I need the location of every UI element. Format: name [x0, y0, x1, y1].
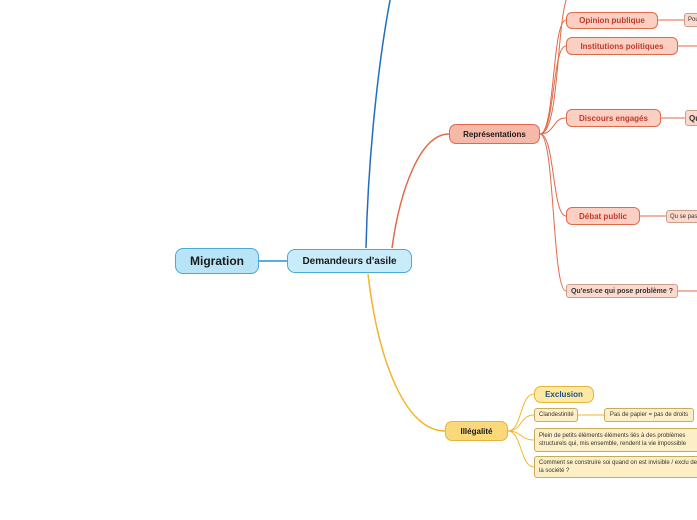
- connector-rep-top: [539, 0, 567, 135]
- connector-center-upper-branch: [365, 0, 391, 249]
- node-institutions-politiques[interactable]: Institutions politiques: [566, 37, 678, 55]
- connector-rep-probleme: [539, 133, 567, 292]
- node-exclusion[interactable]: Exclusion: [534, 386, 594, 403]
- connector-ill-exclusion: [507, 393, 535, 432]
- connector-rep-institutions: [539, 45, 567, 135]
- leaf-discours-engages[interactable]: Qu: [685, 110, 697, 126]
- node-illegalite[interactable]: Illégalité: [445, 421, 508, 441]
- connector-rep-opinion: [539, 19, 567, 135]
- connector-ill-clandestinite: [507, 414, 535, 432]
- leaf-debat-public[interactable]: Qu se pas: [666, 210, 697, 223]
- connector-rep-debat: [539, 133, 567, 217]
- node-clandestinite[interactable]: Clandestinité: [534, 408, 578, 422]
- node-representations[interactable]: Représentations: [449, 124, 540, 144]
- node-debat-public[interactable]: Débat public: [566, 207, 640, 225]
- node-comment-se-construire[interactable]: Comment se construire soi quand on est i…: [534, 456, 697, 478]
- node-petits-elements[interactable]: Plein de petits éléments éléments liés à…: [534, 428, 697, 452]
- connector-ill-construire: [507, 430, 535, 468]
- node-demandeurs-dasile[interactable]: Demandeurs d'asile: [287, 249, 412, 273]
- node-opinion-publique[interactable]: Opinion publique: [566, 12, 658, 29]
- leaf-clandestinite[interactable]: Pas de papier = pas de droits: [604, 408, 694, 422]
- connector-rep-discours: [539, 117, 567, 135]
- leaf-opinion-publique[interactable]: Pou: [684, 13, 697, 27]
- connector-center-representations: [391, 133, 450, 249]
- connector-center-illegalite: [367, 273, 446, 432]
- node-quest-ce-qui-pose-probleme[interactable]: Qu'est-ce qui pose problème ?: [566, 284, 678, 298]
- node-discours-engages[interactable]: Discours engagés: [566, 109, 661, 127]
- root-node-migration[interactable]: Migration: [175, 248, 259, 274]
